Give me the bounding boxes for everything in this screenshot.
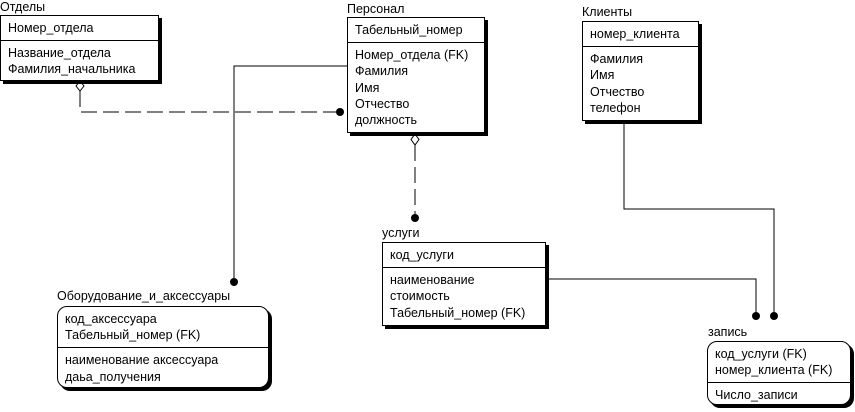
key-attribute: код_аксессуара — [65, 312, 157, 326]
attribute: Число_записи — [715, 388, 798, 403]
diamond-marker — [75, 80, 85, 92]
relationship-klienty-zapis — [623, 122, 775, 316]
attribute: Номер_отдела (FK) — [355, 48, 469, 63]
key-attribute: Табельный_номер (FK) — [65, 328, 201, 343]
entity-title-klienty: Клиенты — [582, 5, 633, 19]
entity-zapis[interactable]: код_услуги (FK) номер_клиента (FK) Число… — [707, 341, 851, 405]
entity-title-oborudovanie: Оборудование_и_аксессуары — [57, 289, 231, 303]
entity-uslugi[interactable]: код_услуги наименование стоимость Табель… — [382, 242, 546, 326]
key-attribute: код_услуги — [390, 248, 454, 262]
entity-otdely[interactable]: Номер_отдела Название_отдела Фамилия_нач… — [0, 15, 159, 81]
attribute: Фамилия — [355, 64, 409, 79]
attribute-section: Число_записи — [708, 383, 850, 407]
attribute: Фамилия_начальника — [8, 62, 136, 77]
key-attribute: Табельный_номер — [355, 23, 463, 37]
attribute: даьа_получения — [65, 369, 161, 384]
attribute: Отчество — [355, 96, 410, 111]
key-attribute: номер_клиента — [590, 27, 680, 41]
attribute: наименование — [390, 273, 475, 288]
attribute-section: наименование стоимость Табельный_номер (… — [383, 268, 545, 325]
key-attribute: номер_клиента (FK) — [715, 363, 833, 378]
key-section: код_услуги — [383, 243, 545, 269]
attribute-section: Фамилия Имя Отчество телефон — [583, 47, 698, 120]
relationship-otdely-personal — [79, 91, 340, 113]
attribute: Название_отдела — [8, 46, 111, 61]
relationship-end-dot — [336, 108, 344, 116]
relationship-personal-oborudovanie — [233, 65, 347, 282]
relationship-end-dot — [752, 312, 760, 320]
entity-klienty[interactable]: номер_клиента Фамилия Имя Отчество телеф… — [582, 21, 699, 121]
entity-title-uslugi: услуги — [382, 226, 420, 240]
attribute: стоимость — [390, 289, 450, 304]
attribute: Имя — [590, 68, 615, 83]
relationship-end-dot — [411, 214, 419, 222]
attribute: Отчество — [590, 84, 645, 99]
relationship-end-dot — [230, 278, 238, 286]
entity-title-zapis: запись — [708, 325, 748, 339]
key-attribute: Номер_отдела — [8, 21, 94, 35]
key-section: Табельный_номер — [348, 18, 484, 44]
attribute: должность — [355, 113, 417, 128]
key-section: код_услуги (FK) номер_клиента (FK) — [708, 342, 850, 384]
attribute-section: Название_отдела Фамилия_начальника — [1, 41, 158, 81]
relationship-uslugi-zapis — [547, 278, 757, 316]
entity-title-personal: Персонал — [347, 2, 405, 16]
entity-personal[interactable]: Табельный_номер Номер_отдела (FK) Фамили… — [347, 17, 485, 133]
attribute: Табельный_номер (FK) — [390, 305, 526, 320]
attribute: наименование аксессуара — [65, 353, 219, 368]
key-section: номер_клиента — [583, 22, 698, 48]
relationship-end-dot — [770, 312, 778, 320]
key-section: код_аксессуара Табельный_номер (FK) — [58, 307, 268, 349]
attribute-section: наименование аксессуара даьа_получения — [58, 348, 268, 388]
attribute: Имя — [355, 80, 380, 95]
key-section: Номер_отдела — [1, 16, 158, 42]
attribute: телефон — [590, 100, 641, 115]
entity-title-otdely: Отделы — [0, 0, 46, 14]
entity-oborudovanie[interactable]: код_аксессуара Табельный_номер (FK) наим… — [57, 306, 269, 388]
attribute: Фамилия — [590, 52, 644, 67]
attribute-section: Номер_отдела (FK) Фамилия Имя Отчество д… — [348, 43, 484, 132]
diamond-marker — [410, 133, 420, 146]
key-attribute: код_услуги (FK) — [715, 347, 807, 361]
